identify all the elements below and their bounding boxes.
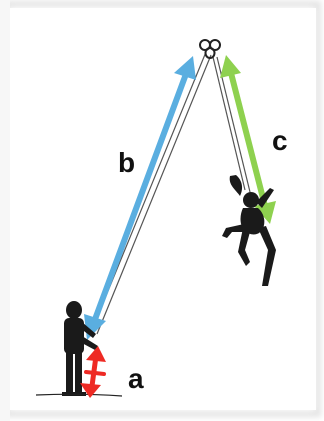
falling-climber-silhouette-icon [222, 175, 276, 286]
carabiner-anchor-icon [199, 39, 221, 59]
arrow-c [220, 55, 276, 224]
label-a: a [128, 363, 144, 394]
label-b: b [118, 147, 135, 178]
arrow-a [80, 346, 106, 398]
label-c: c [272, 125, 288, 156]
ground-line [35, 393, 123, 397]
